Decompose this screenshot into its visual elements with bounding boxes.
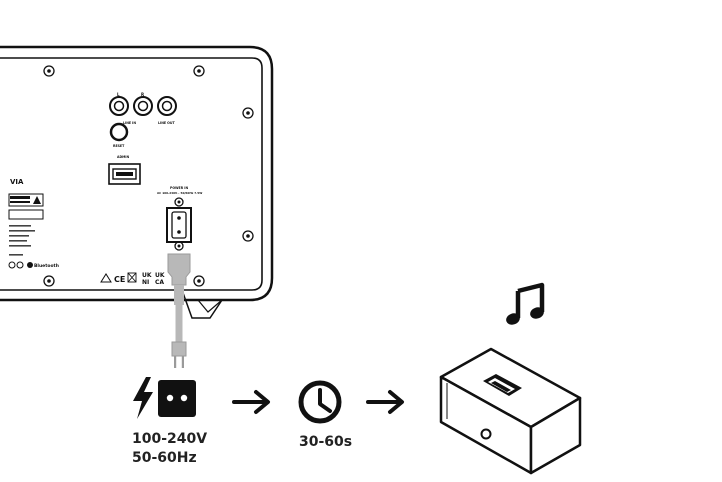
power-socket-icon xyxy=(158,380,196,417)
reset-button xyxy=(109,122,129,142)
cert-uk: UK xyxy=(142,272,152,279)
line-out-jack xyxy=(157,96,177,116)
fine-print-block xyxy=(9,225,35,256)
clock-icon xyxy=(298,380,342,424)
brand-label: VIA xyxy=(10,178,24,186)
screw-icon xyxy=(43,65,254,287)
bluetooth-label: Bluetooth xyxy=(34,263,59,269)
reset-label: RESET xyxy=(113,144,125,148)
power-in-label: POWER IN xyxy=(170,186,188,190)
usb-port xyxy=(108,163,141,185)
arrow-right-icon xyxy=(232,390,270,414)
usb-label: ADMIN xyxy=(117,155,129,159)
arrow-right-icon xyxy=(366,390,404,414)
line-in-right-jack xyxy=(133,96,153,116)
svg-text:CE: CE xyxy=(114,275,125,284)
line-in-left-jack xyxy=(109,96,129,116)
cert-ni: NI xyxy=(142,279,149,286)
lightning-icon xyxy=(133,377,153,419)
power-rating-label: AC 100-240V~ 50/60Hz 7.5W xyxy=(157,191,202,195)
line-in-label: LINE IN xyxy=(123,121,136,125)
cert-uk-2: UK xyxy=(155,272,165,279)
frequency-label: 50-60Hz xyxy=(132,450,197,466)
certification-marks: CE UK NI UK CA xyxy=(100,272,165,286)
power-inlet xyxy=(166,197,192,251)
bluetooth-logo: Bluetooth xyxy=(8,261,59,269)
warning-sticker xyxy=(8,193,44,220)
channel-right-label: R xyxy=(141,92,144,97)
channel-left-label: L xyxy=(117,92,120,97)
speaker-device-icon xyxy=(439,347,582,475)
cert-ca: CA xyxy=(155,279,164,286)
rear-panel: L R LINE IN LINE OUT RESET ADMIN POWER I… xyxy=(0,45,274,319)
power-cable xyxy=(167,253,191,368)
music-note-icon xyxy=(506,282,545,325)
voltage-label: 100-240V xyxy=(132,431,208,447)
wait-time-label: 30-60s xyxy=(299,434,353,450)
line-out-label: LINE OUT xyxy=(158,121,175,125)
